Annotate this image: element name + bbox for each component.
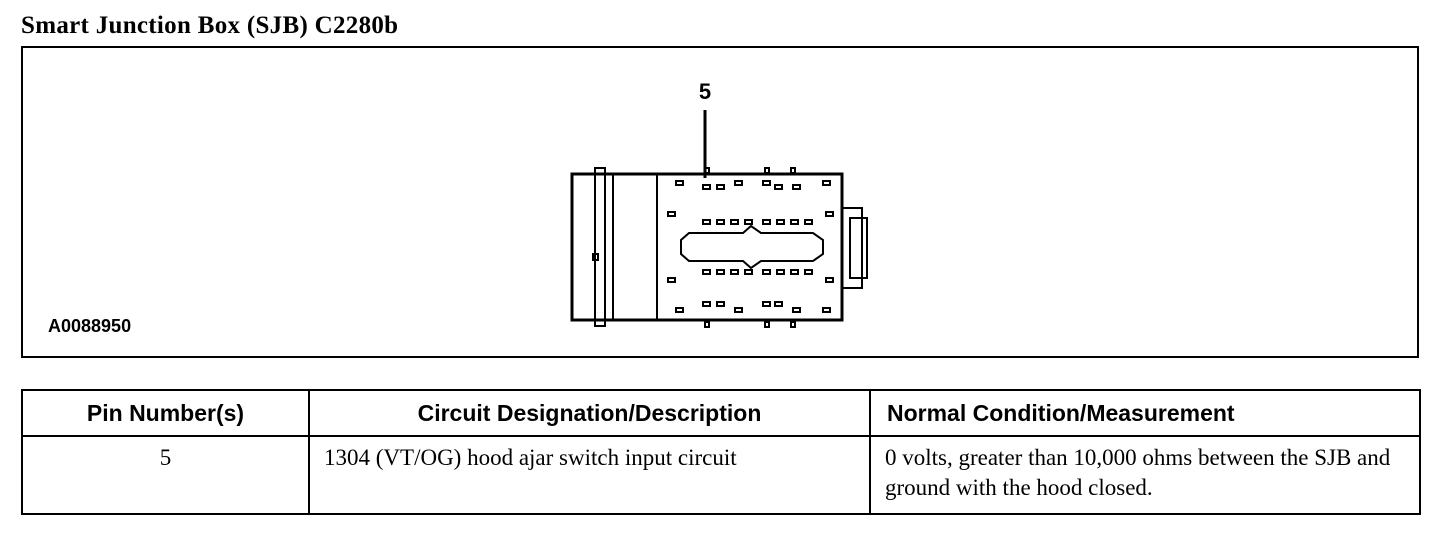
table-row: 5 1304 (VT/OG) hood ajar switch input ci…: [21, 435, 1421, 515]
pin-table: Pin Number(s) Circuit Designation/Descri…: [21, 389, 1421, 515]
cell-normal-condition: 0 volts, greater than 10,000 ohms betwee…: [869, 435, 1421, 515]
header-circuit-designation: Circuit Designation/Description: [308, 389, 871, 437]
pin-table-header-row: Pin Number(s) Circuit Designation/Descri…: [21, 389, 1421, 437]
terminal-row-top: [675, 167, 831, 190]
cell-circuit-designation: 1304 (VT/OG) hood ajar switch input circ…: [308, 435, 871, 515]
terminal-row-middle-lower: [667, 269, 834, 283]
connector-figure: 5 A0088950: [21, 46, 1419, 358]
connector-keyway: [680, 224, 824, 270]
connector-latch-left: [594, 167, 606, 327]
page-title: Smart Junction Box (SJB) C2280b: [21, 12, 399, 39]
connector-diagram: [570, 110, 868, 328]
cell-pin-number: 5: [21, 435, 310, 515]
terminal-row-bottom: [675, 301, 831, 328]
header-pin-number: Pin Number(s): [21, 389, 310, 437]
terminal-row-middle-upper: [667, 211, 834, 225]
pin-callout-label: 5: [698, 79, 712, 104]
figure-id-label: A0088950: [48, 316, 132, 336]
connector-tab-right: [841, 207, 863, 289]
header-normal-condition: Normal Condition/Measurement: [869, 389, 1421, 437]
